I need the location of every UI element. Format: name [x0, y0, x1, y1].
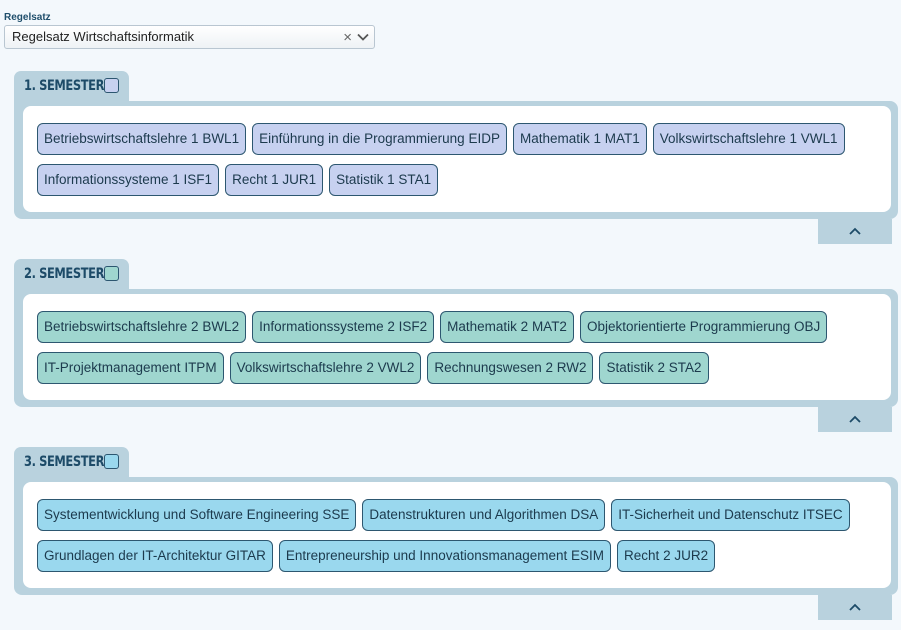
semester-3-collapse-button[interactable]	[818, 595, 892, 620]
semester-1-row-2: Informationssysteme 1 ISF1 Recht 1 JUR1 …	[37, 164, 439, 196]
course-chip-vwl1[interactable]: Volkswirtschaftslehre 1 VWL1	[652, 123, 845, 155]
semester-2-panel: Betriebswirtschaftslehre 2 BWL2 Informat…	[14, 289, 898, 407]
course-chip-mat1[interactable]: Mathematik 1 MAT1	[512, 123, 647, 155]
semester-3-row-1: Systementwicklung und Software Engineeri…	[37, 499, 850, 531]
semester-1-row-1: Betriebswirtschaftslehre 1 BWL1 Einführu…	[37, 123, 845, 155]
clear-icon[interactable]: ×	[343, 29, 352, 46]
semester-1-title: 1. SEMESTER	[24, 78, 105, 94]
semester-1-tab: 1. SEMESTER	[14, 71, 129, 103]
semester-3-content: Systementwicklung und Software Engineeri…	[23, 482, 891, 588]
course-chip-isf1[interactable]: Informationssysteme 1 ISF1	[37, 164, 220, 196]
semester-1-collapse-button[interactable]	[818, 219, 892, 244]
semester-2-title: 2. SEMESTER	[24, 266, 105, 282]
semester-3-panel: Systementwicklung und Software Engineeri…	[14, 477, 898, 595]
chevron-down-icon[interactable]	[357, 31, 369, 43]
semester-2-collapse-button[interactable]	[818, 407, 892, 432]
course-chip-eidp[interactable]: Einführung in die Programmierung EIDP	[252, 123, 507, 155]
semester-3-checkbox[interactable]	[104, 454, 119, 469]
ruleset-label: Regelsatz	[4, 12, 51, 23]
course-chip-itsec[interactable]: IT-Sicherheit und Datenschutz ITSEC	[611, 499, 850, 531]
ruleset-selected-value: Regelsatz Wirtschaftsinformatik	[12, 29, 195, 44]
course-chip-bwl2[interactable]: Betriebswirtschaftslehre 2 BWL2	[37, 311, 247, 343]
course-chip-rw2[interactable]: Rechnungswesen 2 RW2	[427, 352, 594, 384]
semester-2-row-2: IT-Projektmanagement ITPM Volkswirtschaf…	[37, 352, 709, 384]
course-chip-sse[interactable]: Systementwicklung und Software Engineeri…	[37, 499, 357, 531]
semester-2-row-1: Betriebswirtschaftslehre 2 BWL2 Informat…	[37, 311, 828, 343]
semester-2-content: Betriebswirtschaftslehre 2 BWL2 Informat…	[23, 294, 891, 400]
course-chip-jur1[interactable]: Recht 1 JUR1	[225, 164, 324, 196]
course-chip-mat2[interactable]: Mathematik 2 MAT2	[440, 311, 574, 343]
semester-3-tab: 3. SEMESTER	[14, 447, 129, 479]
course-chip-esim[interactable]: Entrepreneurship und Innovationsmanageme…	[278, 540, 612, 572]
course-chip-isf2[interactable]: Informationssysteme 2 ISF2	[252, 311, 435, 343]
course-chip-bwl1[interactable]: Betriebswirtschaftslehre 1 BWL1	[37, 123, 247, 155]
chevron-up-icon	[849, 415, 861, 423]
semester-3-row-2: Grundlagen der IT-Architektur GITAR Entr…	[37, 540, 716, 572]
semester-1-checkbox[interactable]	[104, 78, 119, 93]
course-chip-sta1[interactable]: Statistik 1 STA1	[329, 164, 439, 196]
semester-1-panel: Betriebswirtschaftslehre 1 BWL1 Einführu…	[14, 101, 898, 219]
course-chip-obj[interactable]: Objektorientierte Programmierung OBJ	[579, 311, 828, 343]
semester-2-checkbox[interactable]	[104, 266, 119, 281]
course-chip-gitar[interactable]: Grundlagen der IT-Architektur GITAR	[37, 540, 273, 572]
semester-2-tab: 2. SEMESTER	[14, 259, 129, 291]
semester-1-content: Betriebswirtschaftslehre 1 BWL1 Einführu…	[23, 106, 891, 212]
course-chip-vwl2[interactable]: Volkswirtschaftslehre 2 VWL2	[229, 352, 422, 384]
chevron-up-icon	[849, 603, 861, 611]
course-chip-itpm[interactable]: IT-Projektmanagement ITPM	[37, 352, 224, 384]
course-chip-sta2[interactable]: Statistik 2 STA2	[599, 352, 709, 384]
chevron-up-icon	[849, 227, 861, 235]
course-chip-jur2[interactable]: Recht 2 JUR2	[617, 540, 716, 572]
ruleset-select[interactable]: Regelsatz Wirtschaftsinformatik ×	[4, 25, 375, 49]
semester-3-title: 3. SEMESTER	[24, 454, 105, 470]
course-chip-dsa[interactable]: Datenstrukturen und Algorithmen DSA	[362, 499, 606, 531]
